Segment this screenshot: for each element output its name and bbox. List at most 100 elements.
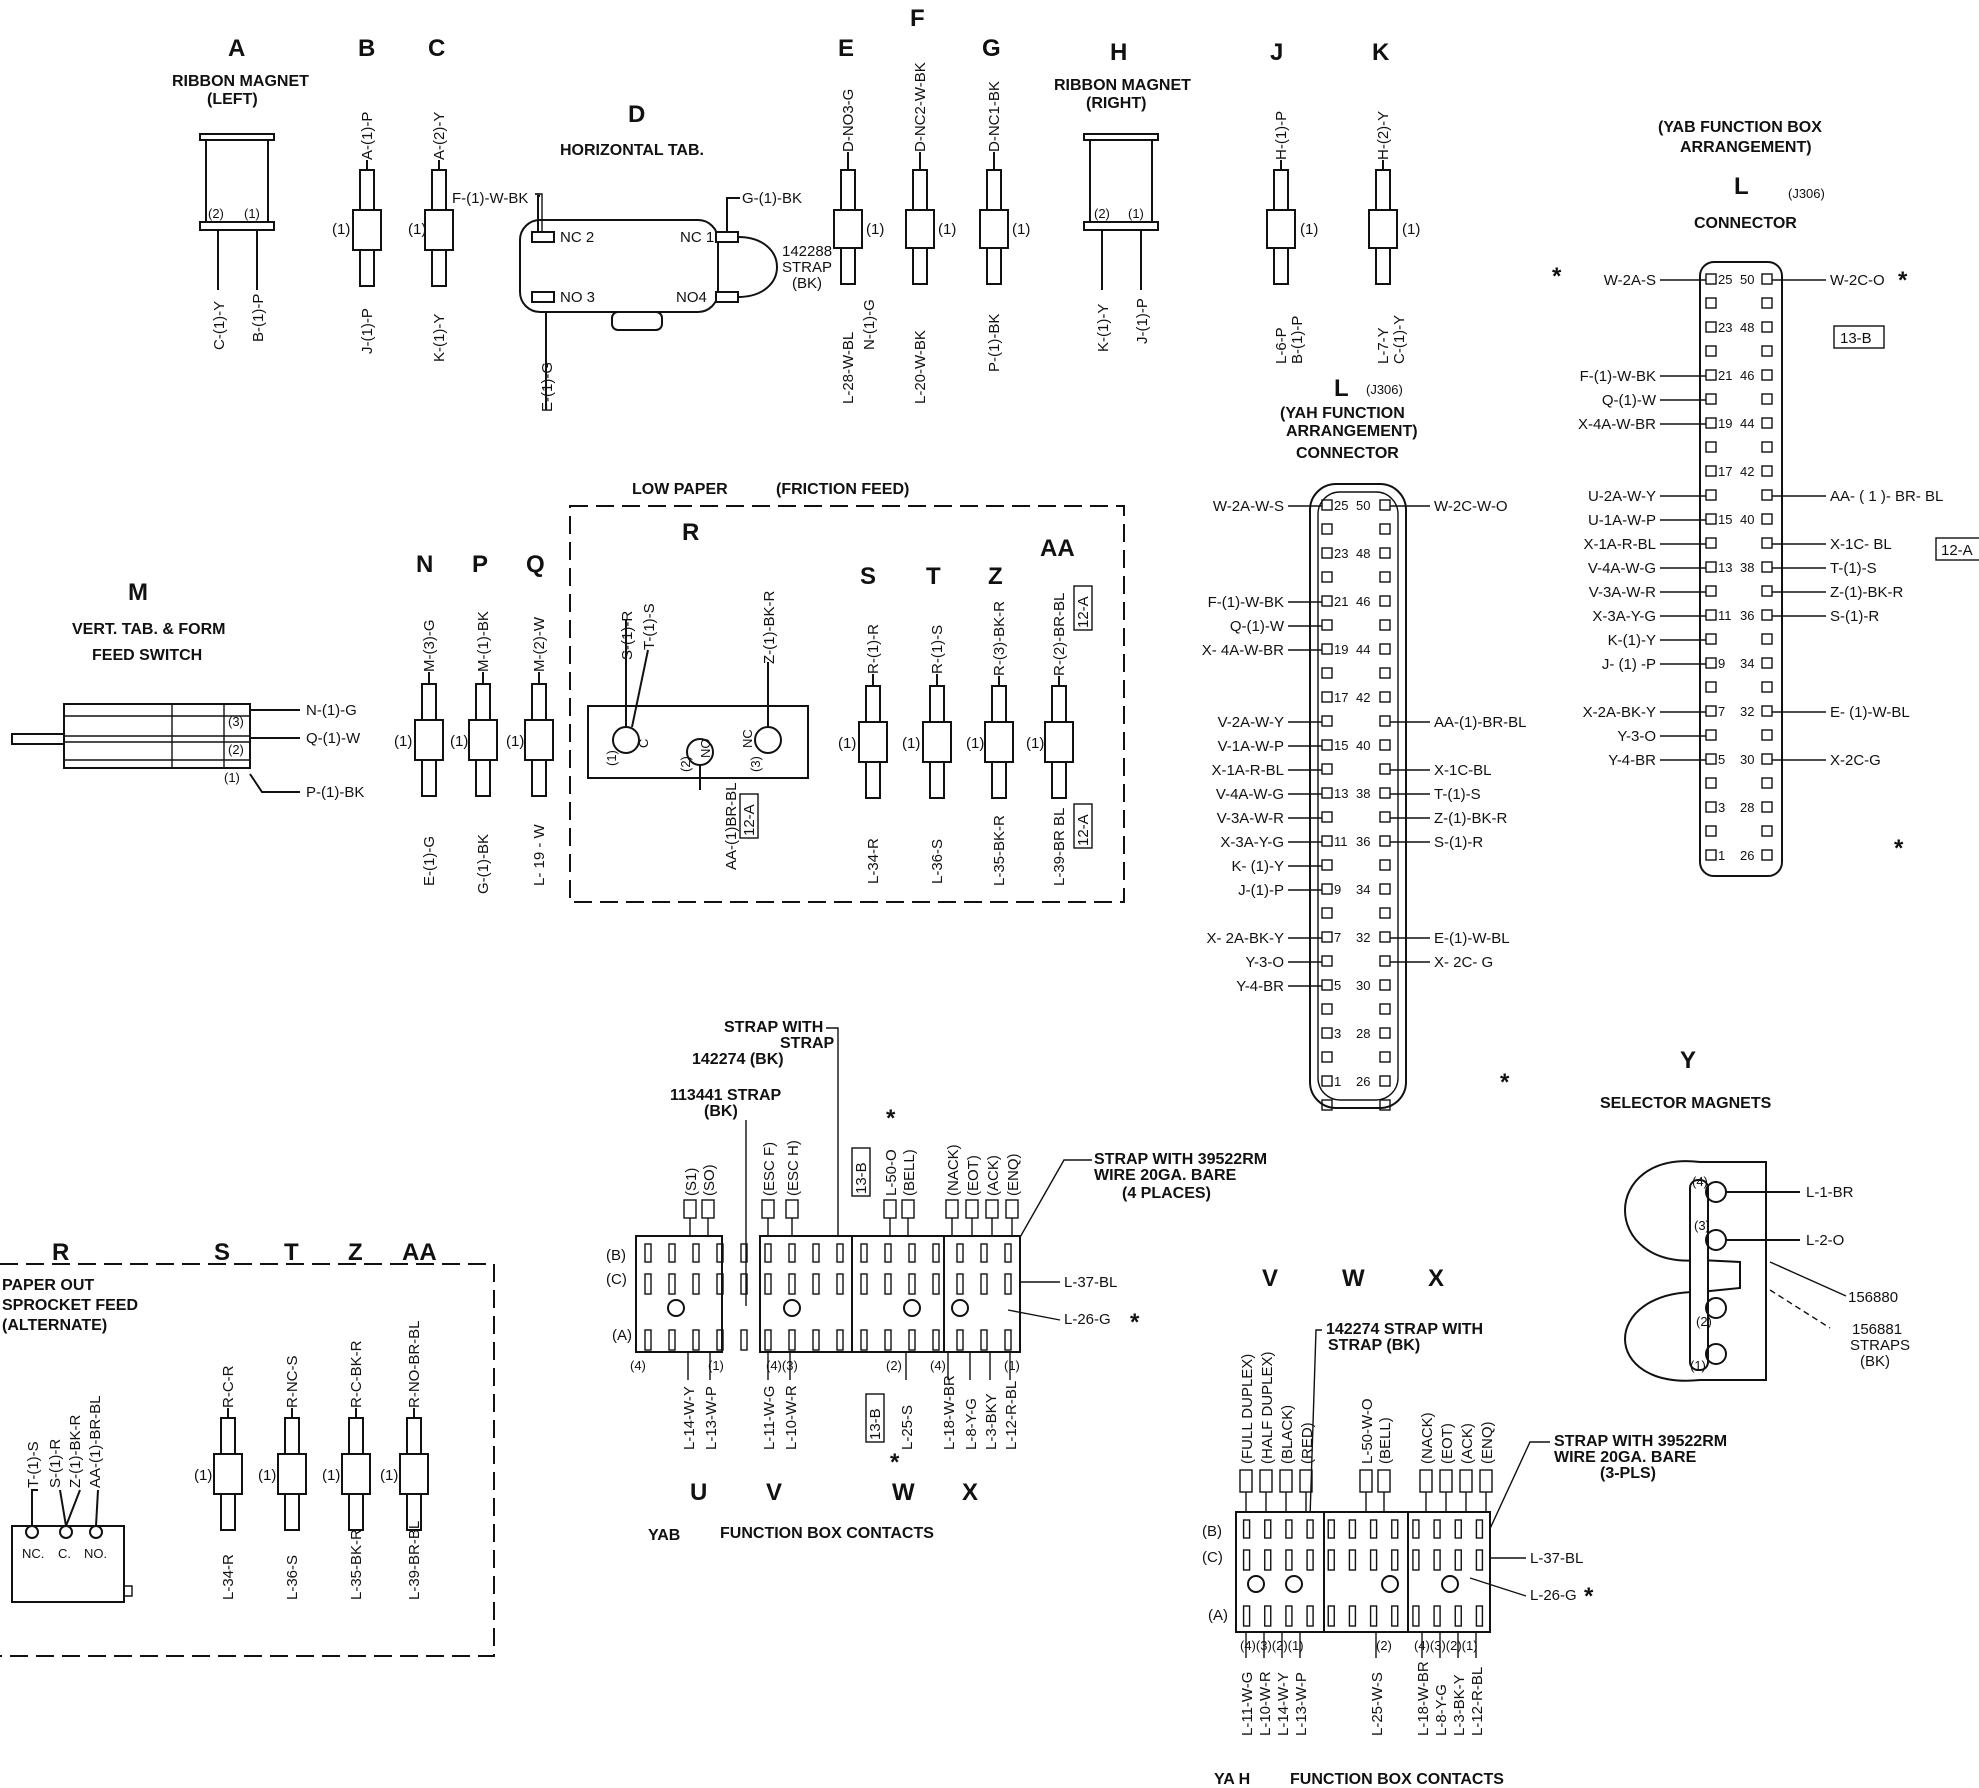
- yab-pin-left: [1705, 825, 1717, 837]
- yab-pin-right: [1761, 633, 1773, 645]
- yab-pin-number: 25: [1718, 272, 1732, 287]
- letter-aa: AA: [1040, 535, 1075, 562]
- letter-z: Z: [988, 563, 1003, 590]
- letter-v-2: V: [1262, 1265, 1278, 1292]
- letter-t: T: [926, 563, 941, 590]
- screw-icon: [1441, 1575, 1459, 1593]
- contact-spring-a: [1348, 1605, 1357, 1627]
- aa-ref-bottom: 12-A: [1075, 814, 1092, 846]
- screw-icon: [783, 1299, 801, 1317]
- yah-pin-right: [1379, 571, 1391, 583]
- yab-pin-number: 28: [1740, 800, 1754, 815]
- component-e: D-NO3-G (1) L-28-W-BL N-(1)-G: [833, 89, 884, 404]
- r-pin3: (3): [748, 756, 763, 772]
- yab-right-wires: W-2C-OAA- ( 1 )- BR- BLX-1C- BLT-(1)-SZ-…: [1772, 272, 1943, 769]
- contact-spring-a: [884, 1329, 892, 1351]
- po-plug-body: [284, 1417, 300, 1455]
- contact-spring-b: [644, 1243, 652, 1263]
- contact-spring-c: [1348, 1549, 1357, 1571]
- yah-pin-right: [1379, 883, 1391, 895]
- contact-spring-a: [812, 1329, 820, 1351]
- ribbon-right-wire-1: K-(1)-Y: [1095, 304, 1112, 352]
- yah-top-label: (BLACK): [1279, 1405, 1296, 1464]
- contact-spring-a: [1306, 1605, 1314, 1627]
- yah-right-wire-label: X- 2C- G: [1434, 954, 1493, 971]
- component-z: R-(3)-BK-R (1) L-35-BK-R: [966, 601, 1014, 886]
- screw-icon: [1247, 1575, 1265, 1593]
- g-top-wire: D-NC1-BK: [986, 81, 1003, 152]
- yah-left-wire-label: X-3A-Y-G: [1220, 834, 1284, 851]
- yah-pin-right: [1379, 979, 1391, 991]
- d-top-wire: G-(1)-BK: [742, 190, 802, 207]
- yah-pin-left: [1321, 883, 1333, 895]
- yah-pin-number: 32: [1356, 930, 1370, 945]
- ribbon-left-title: RIBBON MAGNET: [172, 73, 309, 90]
- yab-bottom-label: L-3-BKY: [983, 1393, 1000, 1450]
- vert-tab-form-feed-switch: M VERT. TAB. & FORM FEED SWITCH (3) (2) …: [11, 579, 364, 801]
- yah-bottom-label: L-8-Y-G: [1433, 1684, 1450, 1736]
- yab-contact-cells: [644, 1243, 1012, 1351]
- yah-pin-left: [1321, 1075, 1333, 1087]
- po-plug-bottom-wire: L-34-R: [220, 1554, 237, 1600]
- paper-out-title1: PAPER OUT: [2, 1277, 94, 1294]
- c-pin: (1): [408, 221, 426, 238]
- yab-pin-right: [1761, 705, 1773, 717]
- t-top-wire: R-(1)-S: [929, 625, 946, 674]
- yah-pin-left: [1321, 619, 1333, 631]
- sel-pin1: (1): [1690, 1358, 1706, 1373]
- yah-star-1: *: [1500, 1069, 1510, 1096]
- yab-right-wire-label: AA- ( 1 )- BR- BL: [1830, 488, 1943, 505]
- yah-right-wire-label: S-(1)-R: [1434, 834, 1483, 851]
- yab-pin-right: [1761, 297, 1773, 309]
- yab-pin-right: [1761, 537, 1773, 549]
- contact-spring-a: [788, 1329, 796, 1351]
- contact-spring-a: [980, 1329, 988, 1351]
- contact-spring-c: [980, 1273, 988, 1295]
- yah-pin-right: [1379, 1003, 1391, 1015]
- contact-spring-b: [860, 1243, 868, 1263]
- yah-right-wire-label: AA-(1)-BR-BL: [1434, 714, 1527, 731]
- yah-pin-number: 36: [1356, 834, 1370, 849]
- yab-pin-left: [1705, 657, 1717, 669]
- yah-pin-right: [1379, 1051, 1391, 1063]
- yab-pin-left: [1705, 585, 1717, 597]
- ribbon-right-pin1: (1): [1128, 206, 1144, 221]
- screw-icon: [1285, 1575, 1303, 1593]
- paper-out-title2: SPROCKET FEED: [2, 1297, 138, 1314]
- m-pin1: (1): [224, 770, 240, 785]
- yab-connector-title1: (YAB FUNCTION BOX: [1658, 119, 1822, 136]
- r-contact-nc: NC: [740, 729, 755, 748]
- yab-ref-12a: 12-A: [1941, 542, 1973, 559]
- d-strap-number: 142288: [782, 243, 832, 260]
- yah-pin-number: 17: [1334, 690, 1348, 705]
- contact-spring-a: [1412, 1605, 1420, 1627]
- yah-left-wires: W-2A-W-SF-(1)-W-BKQ-(1)-WX- 4A-W-BRV-2A-…: [1202, 498, 1322, 995]
- z-bottom-wire: L-35-BK-R: [991, 815, 1008, 886]
- component-s: R-(1)-R (1) L-34-R: [838, 624, 888, 884]
- yab-right-wire-label: E- (1)-W-BL: [1830, 704, 1910, 721]
- yab-pin-number: 38: [1740, 560, 1754, 575]
- p-bottom-wire: G-(1)-BK: [475, 834, 492, 894]
- yab-pin-number: 40: [1740, 512, 1754, 527]
- yab-pin-number: 46: [1740, 368, 1754, 383]
- paper-out-nc: NC.: [22, 1546, 44, 1561]
- q-top-wire: M-(2)-W: [531, 616, 548, 672]
- yah-left-wire-label: W-2A-W-S: [1213, 498, 1284, 515]
- yab-pin-right: [1761, 465, 1773, 477]
- e-top-wire: D-NO3-G: [840, 89, 857, 152]
- yah-pin-right: [1379, 835, 1391, 847]
- yah-pin-left: [1321, 667, 1333, 679]
- yab-star-4: *: [1130, 1309, 1140, 1336]
- yab-pin-right: [1761, 393, 1773, 405]
- yab-pin-right: [1761, 657, 1773, 669]
- r-pin2: (2): [678, 756, 693, 772]
- yab-ref-bottom: 13-B: [867, 1408, 884, 1440]
- letter-t-2: T: [284, 1239, 299, 1266]
- contact-spring-a: [1242, 1605, 1251, 1627]
- m-wire-3: N-(1)-G: [306, 702, 357, 719]
- yah-pin-number: 3: [1334, 1026, 1341, 1041]
- yah-pin-number: 42: [1356, 690, 1370, 705]
- contact-spring-c: [668, 1273, 676, 1295]
- n-top-wire: M-(3)-G: [421, 620, 438, 673]
